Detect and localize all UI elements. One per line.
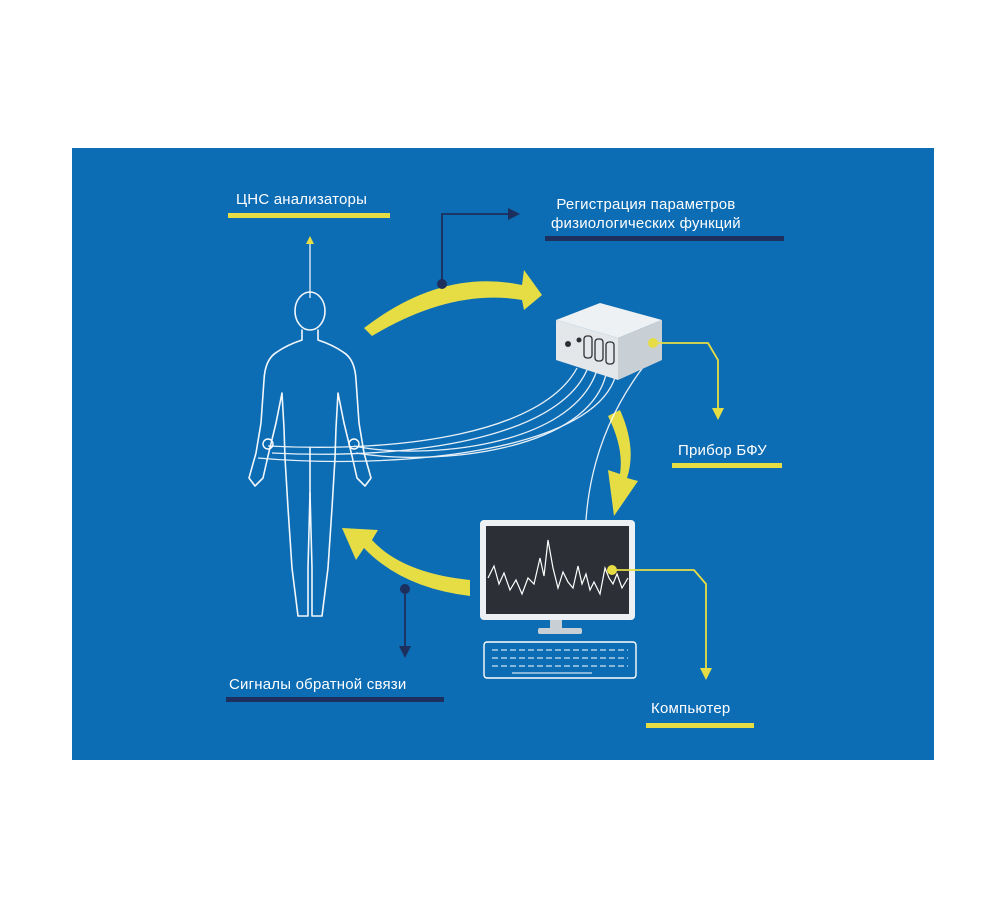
cycle-arrow-right — [608, 410, 638, 516]
pointer-computer — [607, 565, 712, 680]
underline-feedback — [226, 697, 444, 702]
label-device: Прибор БФУ — [678, 442, 767, 459]
label-feedback: Сигналы обратной связи — [229, 676, 407, 693]
pointer-cns — [306, 236, 314, 298]
signal-waveform — [487, 539, 629, 596]
pointer-device — [648, 338, 724, 420]
label-computer: Компьютер — [651, 700, 731, 717]
underline-registration — [545, 236, 784, 241]
pointer-feedback — [399, 584, 411, 658]
electrode-icon — [262, 438, 360, 450]
diagram-background — [72, 148, 934, 760]
pointer-registration — [437, 208, 520, 289]
diagram-canvas — [72, 148, 934, 760]
cycle-arrow-top — [364, 270, 542, 336]
label-registration: Регистрация параметров физиологических ф… — [551, 196, 741, 232]
underline-device — [672, 463, 782, 468]
underline-computer — [646, 723, 754, 728]
cycle-arrow-bottom — [342, 528, 470, 596]
underline-cns — [228, 213, 390, 218]
monitor-icon — [480, 520, 635, 634]
biofeedback-device-icon — [556, 303, 662, 380]
label-cns: ЦНС анализаторы — [236, 191, 368, 208]
biofeedback-diagram: ЦНС анализаторы Регистрация параметров ф… — [72, 148, 934, 760]
keyboard-icon — [483, 641, 637, 679]
